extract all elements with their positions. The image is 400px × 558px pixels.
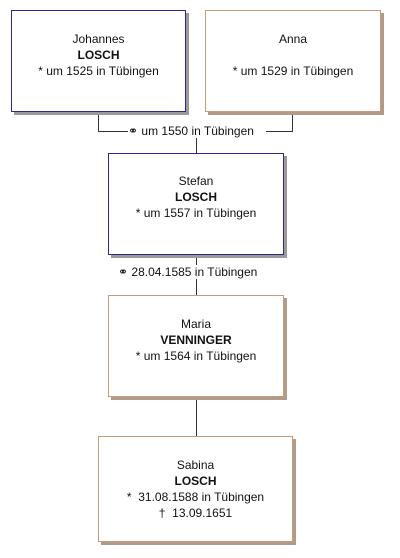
- given-name: Stefan: [178, 174, 214, 188]
- birth-info: um 1557 in Tübingen: [143, 206, 257, 220]
- birth-line: * um 1564 in Tübingen: [109, 348, 283, 364]
- surname: LOSCH: [77, 48, 120, 62]
- given-name: Anna: [278, 32, 308, 46]
- birth-symbol: *: [232, 64, 238, 78]
- marriage-rings-icon: ⚭: [128, 124, 139, 138]
- birth-info: um 1529 in Tübingen: [240, 64, 354, 78]
- birth-symbol: *: [38, 64, 43, 78]
- connector-anna-across: [266, 131, 293, 132]
- connector-to-stefan: [196, 131, 197, 153]
- marriage-label-johannes-anna: ⚭ um 1550 in Tübingen: [128, 124, 254, 138]
- birth-info: um 1525 in Tübingen: [46, 64, 159, 78]
- person-box-anna[interactable]: Anna * um 1529 in Tübingen: [205, 10, 381, 112]
- marriage-date: um 1550 in Tübingen: [141, 124, 254, 138]
- death-line: † 13.09.1651: [99, 505, 292, 521]
- birth-line: * um 1529 in Tübingen: [206, 63, 380, 79]
- birth-symbol: *: [126, 490, 132, 504]
- person-box-sabina[interactable]: Sabina LOSCH * 31.08.1588 in Tübingen † …: [98, 436, 293, 542]
- birth-line: * um 1557 in Tübingen: [109, 205, 283, 221]
- given-name: Sabina: [176, 458, 215, 472]
- surname: LOSCH: [174, 474, 217, 488]
- birth-info: 31.08.1588 in Tübingen: [138, 490, 265, 504]
- marriage-label-stefan-maria: ⚭ 28.04.1585 in Tübingen: [118, 265, 258, 279]
- connector-johannes-across: [98, 131, 128, 132]
- given-name: Johannes: [72, 32, 125, 46]
- marriage-rings-icon: ⚭: [118, 265, 129, 279]
- birth-line: * um 1525 in Tübingen: [12, 63, 185, 79]
- birth-symbol: *: [135, 349, 141, 363]
- surname: VENNINGER: [160, 333, 232, 347]
- death-symbol: †: [158, 506, 166, 520]
- birth-symbol: *: [135, 206, 141, 220]
- person-box-stefan[interactable]: Stefan LOSCH * um 1557 in Tübingen: [108, 153, 284, 255]
- death-info: 13.09.1651: [172, 506, 233, 520]
- birth-info: um 1564 in Tübingen: [143, 349, 257, 363]
- person-box-maria[interactable]: Maria VENNINGER * um 1564 in Tübingen: [108, 295, 284, 397]
- person-box-johannes[interactable]: Johannes LOSCH * um 1525 in Tübingen: [11, 10, 186, 112]
- connector-anna-down: [292, 112, 293, 131]
- connector-johannes-down: [98, 112, 99, 131]
- birth-line: * 31.08.1588 in Tübingen: [99, 489, 292, 505]
- surname: LOSCH: [175, 190, 217, 204]
- given-name: Maria: [180, 317, 211, 331]
- surname: [206, 47, 380, 63]
- marriage-date: 28.04.1585 in Tübingen: [131, 265, 258, 279]
- connector-maria-sabina: [196, 397, 197, 437]
